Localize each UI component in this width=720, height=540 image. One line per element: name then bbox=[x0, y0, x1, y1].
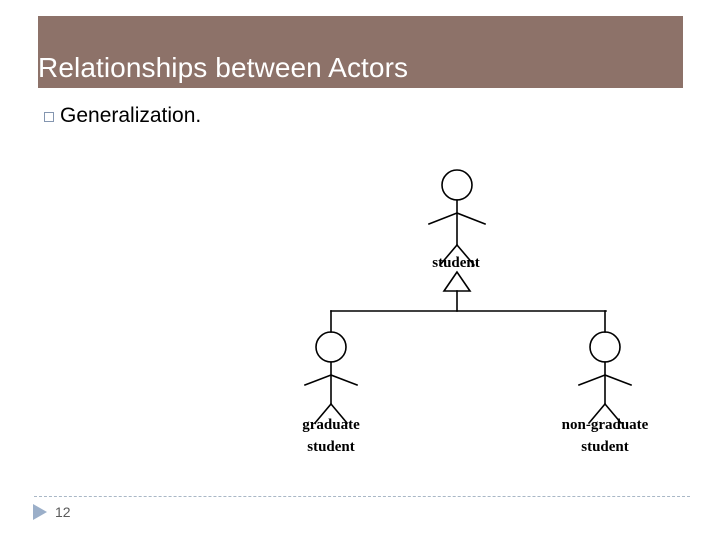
actor-label-non-graduate-student: non-graduate student bbox=[530, 414, 680, 458]
actor-arm-right bbox=[455, 211, 487, 226]
page-title: Relationships between Actors bbox=[38, 52, 409, 83]
actor-arm-left bbox=[577, 373, 607, 387]
actor-label-line1: non-graduate bbox=[561, 417, 649, 433]
actor-label-line2: student bbox=[581, 439, 629, 455]
actor-head-icon bbox=[315, 331, 347, 363]
actor-arm-left bbox=[427, 211, 459, 226]
actor-label-line1: graduate bbox=[302, 417, 360, 433]
title-banner bbox=[38, 16, 683, 88]
bullet-item-label: Generalization. bbox=[60, 104, 202, 127]
footer-divider bbox=[34, 496, 690, 497]
actor-head-icon bbox=[441, 169, 473, 201]
footer-triangle-icon bbox=[33, 504, 47, 520]
hollow-square-bullet-icon bbox=[44, 112, 54, 122]
actor-head-icon bbox=[589, 331, 621, 363]
actor-graduate-student bbox=[303, 331, 359, 425]
generalization-triangle-icon bbox=[442, 270, 472, 292]
actor-arm-right bbox=[329, 373, 359, 387]
page-number: 12 bbox=[55, 504, 71, 520]
actor-student bbox=[427, 169, 487, 267]
generalization-connector bbox=[330, 290, 607, 333]
actor-label-graduate-student: graduate student bbox=[256, 414, 406, 458]
actor-label-student: student bbox=[432, 255, 480, 271]
actor-non-graduate-student bbox=[577, 331, 633, 425]
actor-label-line2: student bbox=[307, 439, 355, 455]
actor-arm-left bbox=[303, 373, 333, 387]
actor-arm-right bbox=[603, 373, 633, 387]
bullet-item-generalization: Generalization. bbox=[44, 103, 201, 129]
